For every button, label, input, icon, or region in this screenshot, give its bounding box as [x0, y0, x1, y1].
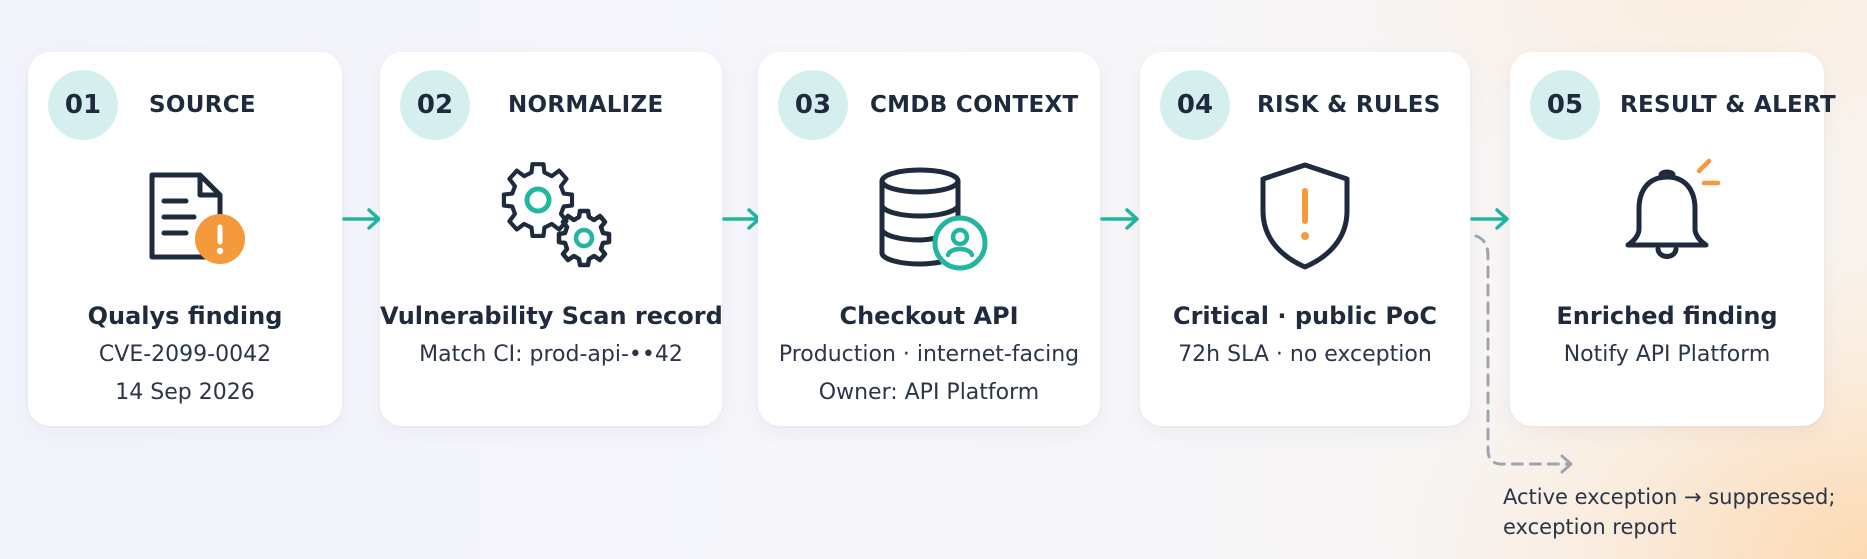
stage-title: RISK & RULES: [1257, 92, 1441, 118]
bell-icon: [1625, 158, 1721, 259]
stage-detail: 72h SLA · no exception: [1178, 342, 1432, 367]
stage-card-risk-rules: 04 RISK & RULES Critical · public PoC 72…: [1140, 52, 1470, 426]
stage-heading: Qualys finding: [87, 302, 283, 330]
stage-heading: Enriched finding: [1556, 302, 1778, 330]
stage-detail: Owner: API Platform: [818, 380, 1040, 405]
flow-arrow-icon: [1100, 208, 1139, 230]
stage-card-cmdb-context: 03 CMDB CONTEXT Checkout API Production …: [758, 52, 1100, 426]
stage-card-normalize: 02 NORMALIZE Vulnerability Scan record M…: [380, 52, 723, 426]
exception-note-line: Active exception → suppressed;: [1503, 485, 1836, 509]
stage-card-result-alert: 05 RESULT & ALERT Enriched finding Notif…: [1510, 52, 1836, 426]
stage-number-badge: 02: [400, 70, 470, 140]
stage-title: RESULT & ALERT: [1620, 92, 1837, 118]
stage-number-badge: 01: [48, 70, 118, 140]
stage-card-source: 01 SOURCE Qualys finding CVE-2099-0042 1…: [28, 52, 342, 426]
stage-heading: Checkout API: [839, 302, 1019, 330]
stage-detail: Production · internet-facing: [778, 342, 1080, 367]
stage-number-badge: 03: [778, 70, 848, 140]
stage-title: NORMALIZE: [508, 92, 664, 118]
stage-heading: Critical · public PoC: [1172, 302, 1438, 330]
stage-detail: Match CI: prod-api-••42: [419, 342, 683, 367]
flow-arrow-icon: [342, 208, 381, 230]
stage-heading: Vulnerability Scan record: [380, 302, 723, 330]
document-alert-icon: [149, 172, 245, 264]
stage-detail: Notify API Platform: [1563, 342, 1771, 367]
stage-title: SOURCE: [149, 92, 256, 118]
stage-number-badge: 05: [1530, 70, 1600, 140]
exception-dashed-arrow-icon: [1474, 234, 1573, 474]
database-user-icon: [879, 167, 988, 271]
stage-detail: CVE-2099-0042: [98, 342, 272, 367]
stage-detail: 14 Sep 2026: [115, 380, 255, 405]
stage-title: CMDB CONTEXT: [870, 92, 1079, 118]
flow-arrow-icon: [1470, 208, 1509, 230]
gears-icon: [501, 162, 612, 268]
exception-note-line: exception report: [1503, 515, 1677, 539]
stage-number-badge: 04: [1160, 70, 1230, 140]
shield-alert-icon: [1260, 162, 1350, 270]
exception-note: Active exception → suppressed; exception…: [1503, 482, 1835, 542]
